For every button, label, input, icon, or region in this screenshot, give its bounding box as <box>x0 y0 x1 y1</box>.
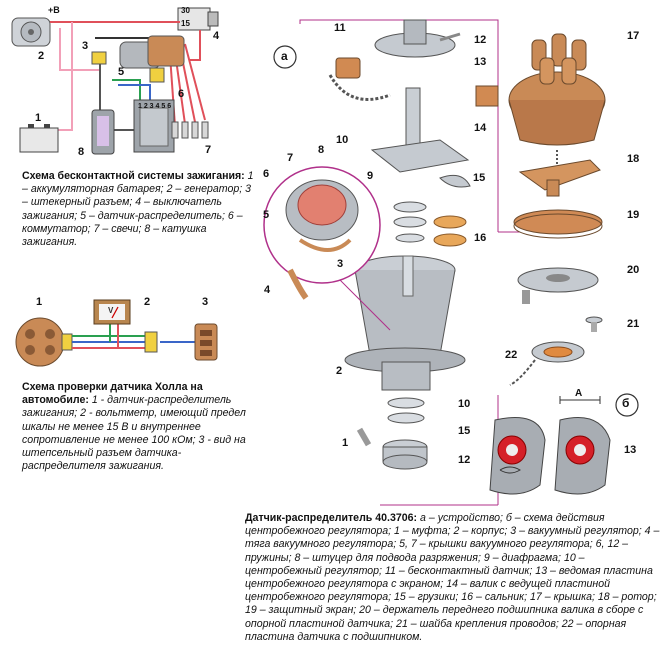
label-7: 7 <box>205 144 212 156</box>
view-b-badge <box>615 393 639 417</box>
label-6: 6 <box>178 88 185 100</box>
plus-b-label: +B <box>48 5 60 15</box>
main-caption: Датчик-распределитель 40.3706: а – устро… <box>245 512 660 644</box>
part-20: 20 <box>627 264 640 276</box>
distributor-connector-icon <box>15 317 65 367</box>
b-label-15: 15 <box>458 425 471 437</box>
hall-label-2: 2 <box>144 296 151 308</box>
inset-9: 9 <box>367 170 374 182</box>
hall-label-3: 3 <box>202 296 209 308</box>
view-a-badge <box>273 45 297 69</box>
scheme2-title: Схема проверки датчика Холла на автомоби… <box>22 381 203 407</box>
part-1: 1 <box>342 437 349 449</box>
switch-terminal-label-2: 15 <box>181 19 190 28</box>
spark-plugs-icon <box>171 121 209 139</box>
support-plate-icon <box>531 341 585 363</box>
commutator-pins: 1 2 3 4 5 6 <box>138 103 172 110</box>
part-15: 15 <box>473 172 486 184</box>
connector-mid-icon <box>144 331 158 353</box>
part-14: 14 <box>474 122 487 134</box>
voltmeter-icon <box>93 299 131 325</box>
plug-socket-icon <box>194 323 218 361</box>
main-caption-title: Датчик-распределитель 40.3706: <box>245 512 418 524</box>
b-label-13: 13 <box>624 444 637 456</box>
part-13: 13 <box>474 56 487 68</box>
hall-label-1: 1 <box>36 296 43 308</box>
rotor-icon <box>518 159 601 197</box>
distributor-icon <box>119 35 185 83</box>
scheme2-body: 1 - датчик-распределитель зажигания; 2 -… <box>22 394 246 473</box>
bearing-holder-icon <box>517 267 599 304</box>
centrifugal-scheme-right <box>554 396 611 495</box>
label-1: 1 <box>35 112 42 124</box>
centrifugal-regulator-top <box>374 19 461 58</box>
scheme1-caption: Схема бесконтактной системы зажигания: 1… <box>22 170 254 249</box>
vacuum-connector-icon <box>475 85 499 107</box>
switch-terminal-label: 30 <box>181 6 190 15</box>
ignition-coil-icon <box>91 109 115 155</box>
inset-8: 8 <box>318 144 325 156</box>
scheme1-title: Схема бесконтактной системы зажигания: <box>22 170 245 182</box>
seal-icon <box>433 215 467 229</box>
part-11: 11 <box>334 22 346 34</box>
part-16: 16 <box>474 232 487 244</box>
centrifugal-plate-icon <box>370 139 470 173</box>
label-5: 5 <box>118 66 125 78</box>
b-angle-label: A <box>575 388 583 399</box>
label-8: 8 <box>78 146 85 158</box>
inset-7: 7 <box>287 152 294 164</box>
generator-icon <box>11 17 51 47</box>
label-3: 3 <box>82 40 89 52</box>
connector-3-icon <box>91 51 107 65</box>
vacuum-regulator-inset <box>263 166 391 331</box>
label-4: 4 <box>213 30 220 42</box>
washer-icon <box>585 316 603 332</box>
voltmeter-symbol: V <box>108 306 114 315</box>
part-12: 12 <box>474 34 487 46</box>
part-17: 17 <box>627 30 640 42</box>
b-label-10: 10 <box>458 398 471 410</box>
label-2: 2 <box>38 50 45 62</box>
b-label-12: 12 <box>458 454 471 466</box>
main-caption-body: а – устройство; б – схема действия центр… <box>245 512 660 643</box>
scheme2-caption: Схема проверки датчика Холла на автомоби… <box>22 381 254 473</box>
scheme1-body: 1 – аккумуляторная батарея; 2 – генерато… <box>22 170 254 249</box>
protective-screen-icon <box>513 209 603 239</box>
part-22: 22 <box>505 349 518 361</box>
part-2: 2 <box>336 365 343 377</box>
inset-6: 6 <box>263 168 270 180</box>
housing-icon <box>344 255 466 391</box>
view-b-label: б <box>622 396 630 410</box>
inset-5: 5 <box>263 209 270 221</box>
cap-icon <box>508 33 606 146</box>
part-18: 18 <box>627 153 640 165</box>
coupling-icon <box>382 439 428 470</box>
ignition-switch-icon <box>177 7 219 31</box>
inset-4: 4 <box>264 284 271 296</box>
hall-sensor-icon <box>328 57 391 101</box>
inset-3: 3 <box>337 258 344 270</box>
shaft-icon <box>405 87 421 149</box>
battery-icon <box>19 124 59 153</box>
part-19: 19 <box>627 209 640 221</box>
part-21: 21 <box>627 318 640 330</box>
connector-left-icon <box>61 333 73 351</box>
view-a-label: а <box>281 49 288 63</box>
part-10: 10 <box>336 134 349 146</box>
centrifugal-scheme-left <box>489 417 546 495</box>
